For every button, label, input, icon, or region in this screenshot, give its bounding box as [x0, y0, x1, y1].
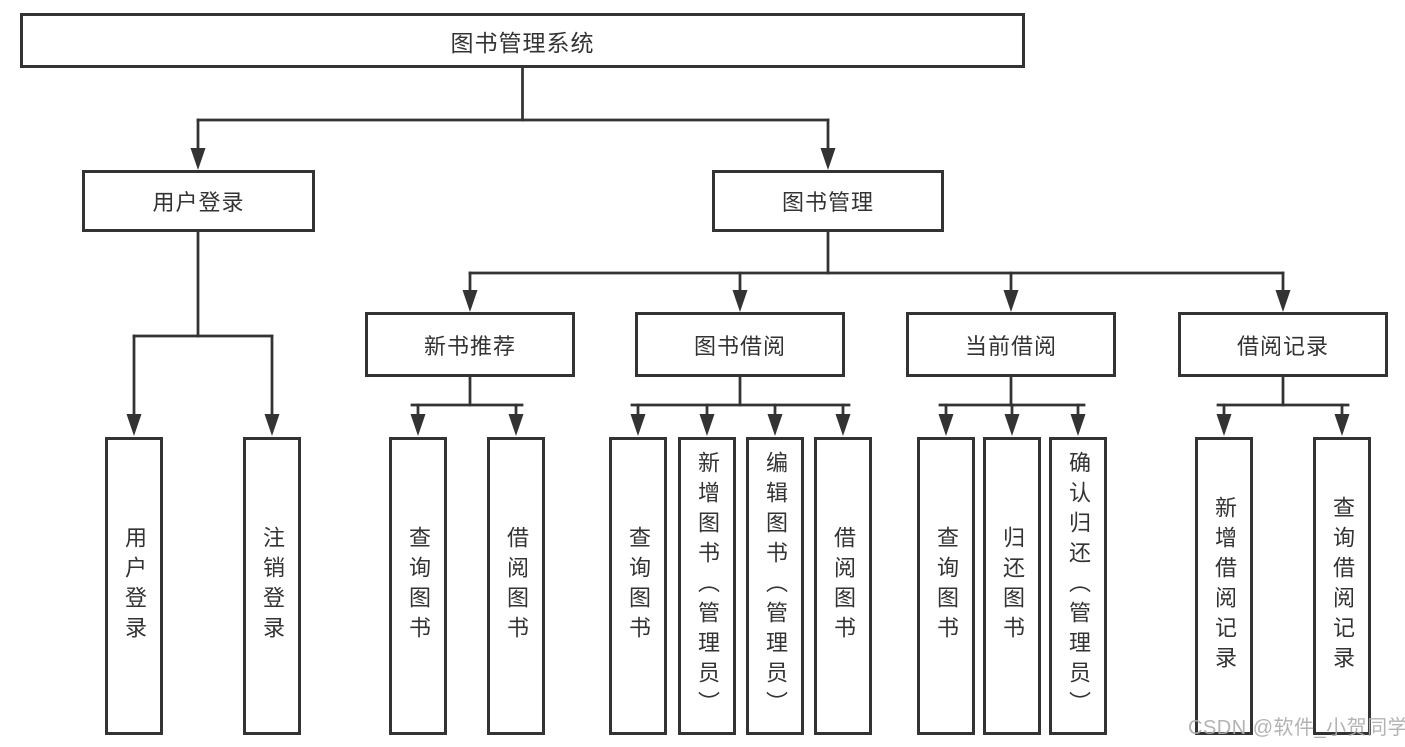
arrowhead-down: [1334, 414, 1350, 436]
arrowhead-down: [462, 290, 478, 312]
node-label: 查询借阅记录: [1330, 496, 1355, 676]
node-current-borrow: 当前借阅: [906, 312, 1116, 377]
node-label: 借阅图书: [831, 526, 856, 646]
leaf-return-book: 归还图书: [983, 437, 1041, 735]
node-label: 新增借阅记录: [1212, 496, 1237, 676]
arrowhead-down: [820, 148, 836, 170]
node-label: 图书管理系统: [450, 29, 595, 56]
leaf-confirm-return-admin: 确认归还（管理员）: [1049, 437, 1107, 735]
node-label: 查询图书: [406, 526, 431, 646]
arrowhead-down: [126, 414, 142, 436]
leaf-query-books-borrow: 查询图书: [609, 437, 667, 735]
arrowhead-down: [1003, 290, 1019, 312]
node-label: 图书管理: [781, 190, 874, 215]
leaf-query-books-recommend: 查询图书: [389, 437, 447, 735]
node-label: 借阅图书: [504, 526, 529, 646]
arrowhead-down: [835, 414, 851, 436]
arrowhead-down: [1216, 414, 1232, 436]
node-label: 确认归还（管理员）: [1066, 451, 1091, 721]
node-book-management: 图书管理: [712, 170, 944, 232]
csdn-watermark: CSDN @软件_小贺同学: [1188, 717, 1405, 739]
leaf-add-borrow-record: 新增借阅记录: [1195, 437, 1253, 735]
node-label: 查询图书: [934, 526, 959, 646]
leaf-query-books-current: 查询图书: [917, 437, 975, 735]
arrowhead-down: [264, 414, 280, 436]
arrowhead-down: [410, 414, 426, 436]
leaf-borrow-books: 借阅图书: [814, 437, 872, 735]
arrowhead-down: [1070, 414, 1086, 436]
arrowhead-down: [767, 414, 783, 436]
arrowhead-down: [1275, 290, 1291, 312]
node-library-management-system: 图书管理系统: [20, 13, 1025, 68]
node-borrow-records: 借阅记录: [1178, 312, 1388, 377]
node-label: 归还图书: [1000, 526, 1025, 646]
leaf-edit-book-admin: 编辑图书（管理员）: [746, 437, 804, 735]
leaf-logout: 注销登录: [243, 437, 301, 735]
arrowhead-down: [699, 414, 715, 436]
arrowhead-down: [1004, 414, 1020, 436]
arrowhead-down: [630, 414, 646, 436]
arrowhead-down: [190, 148, 206, 170]
node-label: 新增图书（管理员）: [695, 451, 720, 721]
node-label: 编辑图书（管理员）: [763, 451, 788, 721]
arrowhead-down: [732, 290, 748, 312]
node-label: 借阅记录: [1236, 333, 1329, 359]
node-label: 新书推荐: [423, 333, 516, 359]
node-label: 图书借阅: [693, 333, 786, 359]
leaf-user-login: 用户登录: [105, 437, 163, 735]
node-label: 用户登录: [122, 526, 147, 646]
arrowhead-down: [938, 414, 954, 436]
node-label: 查询图书: [626, 526, 651, 646]
leaf-borrow-books-recommend: 借阅图书: [487, 437, 545, 735]
node-label: 用户登录: [152, 190, 245, 215]
node-new-book-recommend: 新书推荐: [365, 312, 575, 377]
arrowhead-down: [508, 414, 524, 436]
node-label: 当前借阅: [964, 333, 1057, 359]
leaf-query-borrow-record: 查询借阅记录: [1313, 437, 1371, 735]
node-user-login: 用户登录: [82, 170, 315, 232]
node-label: 注销登录: [260, 526, 285, 646]
node-book-borrow: 图书借阅: [635, 312, 845, 377]
leaf-add-book-admin: 新增图书（管理员）: [678, 437, 736, 735]
